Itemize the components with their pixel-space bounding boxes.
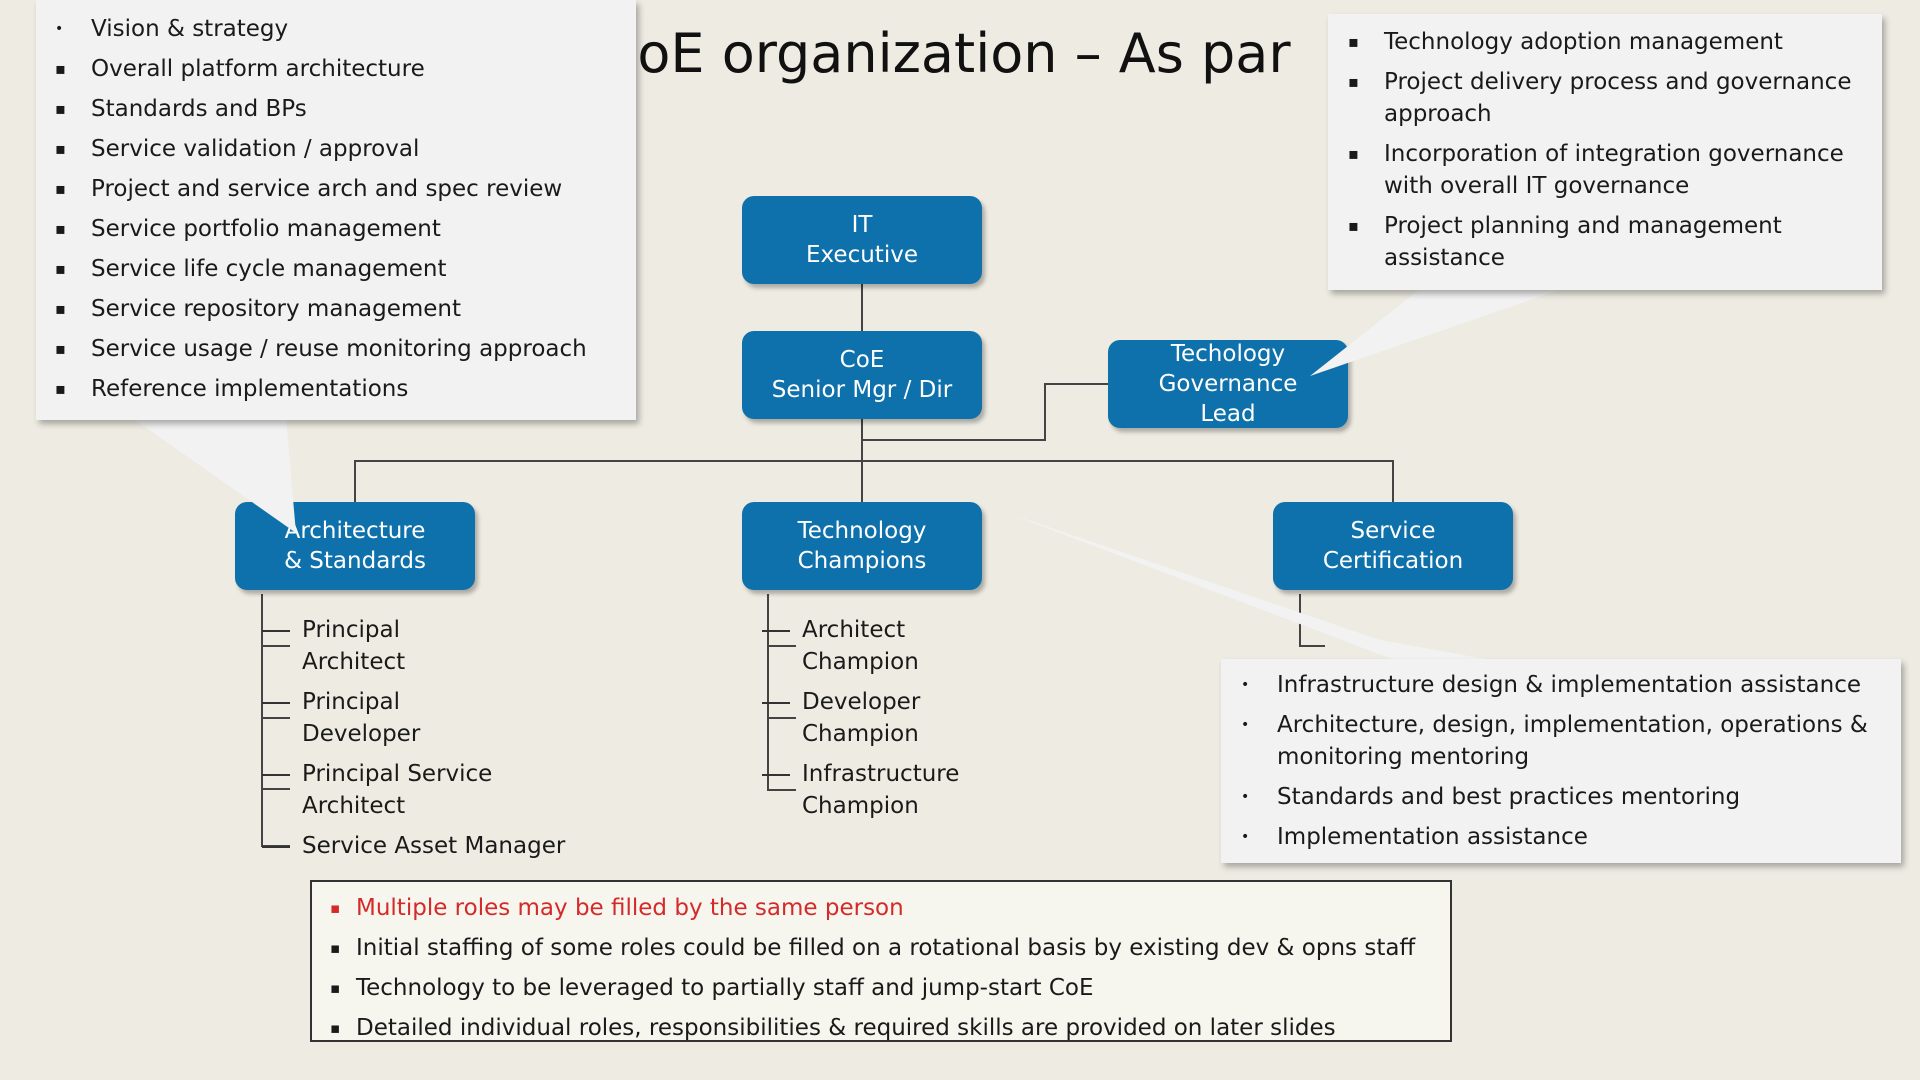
callout-item: Implementation assistance [1221,821,1881,853]
callout-item: Standards and BPs [36,93,636,125]
architecture-roles-list: Principal Architect Principal Developer … [262,614,565,870]
note-item: Technology to be leveraged to partially … [326,968,1436,1008]
role-item: Service Asset Manager [262,830,565,862]
tech-governance-lead-label: Techology Governance Lead [1158,341,1298,427]
coe-lead-node: CoE Senior Mgr / Dir [742,331,982,419]
callout-item: Reference implementations [36,373,636,405]
governance-callout-pointer [1310,289,1562,376]
callout-item: Project delivery process and governance … [1328,66,1862,130]
service-certification-label: Service Certification [1322,518,1464,574]
notes-box: Multiple roles may be filled by the same… [310,880,1452,1048]
role-item: Developer Champion [762,686,959,750]
callout-item: Technology adoption management [1328,26,1862,58]
role-item: Principal Architect [262,614,565,678]
service-certification-node: Service Certification [1273,502,1513,590]
note-item: Detailed individual roles, responsibilit… [326,1008,1436,1048]
role-item: Principal Developer [262,686,565,750]
it-executive-node: IT Executive [742,196,982,284]
it-executive-label: IT Executive [806,212,918,268]
callout-item: Service validation / approval [36,133,636,165]
champions-callout-pointer [1010,514,1502,662]
role-item: Infrastructure Champion [762,758,959,822]
technology-champions-label: Technology Champions [797,518,927,574]
callout-item: Incorporation of integration governance … [1328,138,1862,202]
callout-item: Service usage / reuse monitoring approac… [36,333,636,365]
callout-item: Infrastructure design & implementation a… [1221,669,1881,701]
governance-callout: Technology adoption management Project d… [1328,14,1882,290]
coe-lead-label: CoE Senior Mgr / Dir [771,347,953,403]
role-item: Principal Service Architect [262,758,565,822]
champions-callout: Infrastructure design & implementation a… [1221,659,1901,863]
callout-item: Architecture, design, implementation, op… [1221,709,1881,773]
callout-item: Project and service arch and spec review [36,173,636,205]
callout-item: Standards and best practices mentoring [1221,781,1881,813]
callout-item: Service life cycle management [36,253,636,285]
callout-item: Project planning and management assistan… [1328,210,1862,274]
callout-item: Vision & strategy [36,13,636,45]
arch-callout-pointer [134,419,296,533]
note-item: Initial staffing of some roles could be … [326,928,1436,968]
tech-governance-lead-node: Techology Governance Lead [1108,340,1348,428]
champion-roles-list: Architect Champion Developer Champion In… [762,614,959,830]
note-item: Multiple roles may be filled by the same… [326,888,1436,928]
role-item: Architect Champion [762,614,959,678]
architecture-standards-label: Architecture & Standards [284,518,426,574]
callout-item: Overall platform architecture [36,53,636,85]
callout-item: Service repository management [36,293,636,325]
callout-item: Service portfolio management [36,213,636,245]
technology-champions-node: Technology Champions [742,502,982,590]
architecture-callout: Vision & strategy Overall platform archi… [36,0,636,420]
architecture-standards-node: Architecture & Standards [235,502,475,590]
